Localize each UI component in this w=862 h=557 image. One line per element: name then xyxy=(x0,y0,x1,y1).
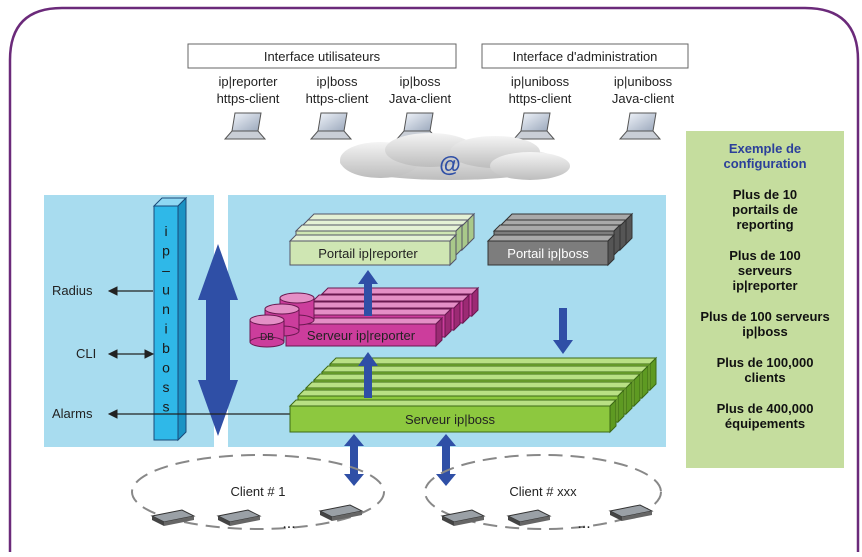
updown-arrow-icon xyxy=(436,434,456,486)
uniboss-letter: u xyxy=(162,282,170,298)
cli-label: CLI xyxy=(76,346,96,361)
config-example-panel: Exemple de configuration Plus de 10 port… xyxy=(686,131,844,468)
user-interface-label: Interface utilisateurs xyxy=(264,49,381,64)
flow-arrows xyxy=(344,270,573,486)
modem-icon xyxy=(150,509,196,526)
up-arrow-icon xyxy=(358,270,378,316)
client-type-line1: ip|boss xyxy=(400,74,441,89)
portail-boss-label: Portail ip|boss xyxy=(507,246,589,261)
client-type-line2: https-client xyxy=(509,91,572,106)
modem-icon xyxy=(318,504,364,521)
uniboss-letter: i xyxy=(164,223,167,239)
modem-icon xyxy=(216,509,262,526)
admin-interface-label: Interface d'administration xyxy=(513,49,658,64)
portail-boss-stack xyxy=(486,212,634,267)
client-group-1 xyxy=(131,454,385,530)
cloud-symbol: @ xyxy=(439,152,460,177)
uniboss-letter: s xyxy=(163,399,170,415)
db-label: DB xyxy=(260,332,274,343)
uniboss-letter: s xyxy=(163,379,170,395)
client-type-line2: https-client xyxy=(217,91,280,106)
client-type-line1: ip|boss xyxy=(317,74,358,89)
client-group-xxx-label: Client # xxx xyxy=(509,484,577,499)
portail-reporter-stack xyxy=(288,212,476,267)
config-title: Exemple de configuration xyxy=(723,141,807,171)
serveur-boss-stack xyxy=(288,356,658,434)
uniboss-letter: o xyxy=(162,360,170,376)
portail-reporter-label: Portail ip|reporter xyxy=(318,246,418,261)
internet-cloud-icon: @ xyxy=(340,133,570,180)
client-type-line1: ip|uniboss xyxy=(614,74,673,89)
alarms-label: Alarms xyxy=(52,406,93,421)
updown-arrow-icon xyxy=(344,434,364,486)
config-item: Plus de 400,000 équipements xyxy=(716,401,814,431)
client-type-line2: https-client xyxy=(306,91,369,106)
interface-arrows xyxy=(107,286,290,419)
uniboss-letters: ip–uniboss xyxy=(162,223,170,415)
up-arrow-icon xyxy=(358,352,378,398)
uniboss-letter: p xyxy=(162,243,170,259)
uniboss-pillar xyxy=(152,196,188,442)
client-type-line2: Java-client xyxy=(389,91,452,106)
client-type-line1: ip|reporter xyxy=(218,74,278,89)
down-arrow-icon xyxy=(553,308,573,354)
laptop-icon xyxy=(618,112,662,140)
admin-interface-box xyxy=(481,43,689,69)
client-type-labels: ip|reporter https-client ip|boss https-c… xyxy=(217,74,675,106)
ellipsis-1: ... xyxy=(282,515,295,532)
client-group-1-label: Client # 1 xyxy=(231,484,286,499)
laptop-icon xyxy=(512,112,556,140)
sync-double-arrow-icon xyxy=(198,244,238,436)
serveur-boss-label: Serveur ip|boss xyxy=(405,412,496,427)
config-item: Plus de 10 portails de reporting xyxy=(732,187,798,232)
database-icon xyxy=(249,292,315,348)
config-item: Plus de 100,000 clients xyxy=(716,355,814,385)
config-item: Plus de 100 serveurs ip|boss xyxy=(700,309,830,339)
client-type-line1: ip|uniboss xyxy=(511,74,570,89)
client-group-xxx xyxy=(424,454,662,530)
user-interface-box xyxy=(187,43,457,69)
modem-icons xyxy=(150,504,654,526)
modem-icon xyxy=(506,509,552,526)
uniboss-letter: n xyxy=(162,301,170,317)
modem-icon xyxy=(608,504,654,521)
client-type-line2: Java-client xyxy=(612,91,675,106)
uniboss-letter: – xyxy=(162,262,170,278)
serveur-reporter-stack xyxy=(284,286,480,348)
modem-icon xyxy=(440,509,486,526)
serveur-reporter-label: Serveur ip|reporter xyxy=(307,328,416,343)
ellipsis-2: ... xyxy=(577,515,590,532)
radius-label: Radius xyxy=(52,283,93,298)
config-item: Plus de 100 serveurs ip|reporter xyxy=(729,248,801,293)
uniboss-letter: b xyxy=(162,340,170,356)
laptop-icon xyxy=(309,112,353,140)
outer-frame xyxy=(8,6,860,552)
laptop-icons xyxy=(223,112,662,140)
uniboss-letter: i xyxy=(164,321,167,337)
laptop-icon xyxy=(223,112,267,140)
